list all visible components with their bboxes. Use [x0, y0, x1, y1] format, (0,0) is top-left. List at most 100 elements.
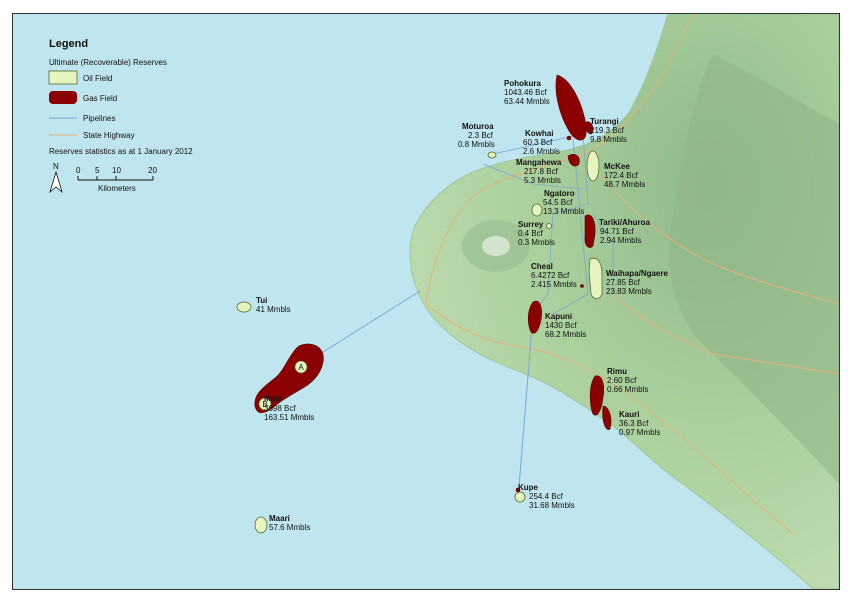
label-mckee-gas: 172.4 Bcf — [604, 171, 639, 180]
label-rimu-oil: 0.66 Mmbls — [607, 385, 648, 394]
label-kauri-oil: 0.97 Mmbls — [619, 428, 660, 437]
label-cheal-gas: 6.4272 Bcf — [531, 271, 570, 280]
label-mangahewa-gas: 217.8 Bcf — [524, 167, 559, 176]
legend-gas-swatch — [49, 91, 77, 104]
label-maui-oil: 163.51 Mmbls — [264, 413, 314, 422]
scale-unit: Kilometers — [98, 184, 136, 193]
label-ngatoro-oil: 13.3 Mmbls — [543, 207, 584, 216]
gas-field-tariki — [584, 214, 596, 248]
label-kupe-name: Kupe — [518, 483, 539, 492]
scale-tick-0: 0 — [76, 166, 81, 175]
label-waihapa-oil: 23.83 Mmbls — [606, 287, 652, 296]
onshore-pipelines — [482, 133, 614, 315]
label-tariki-name: Tariki/Ahuroa — [599, 218, 651, 227]
oil-field-kupe — [514, 491, 526, 503]
oil-field-waihapa — [588, 257, 603, 299]
state-highways — [425, 14, 839, 535]
label-cheal-name: Cheal — [531, 262, 553, 271]
label-tui-oil: 41 Mmbls — [256, 305, 291, 314]
label-maari-name: Maari — [269, 514, 290, 523]
gas-fields — [254, 74, 612, 493]
field-labels: Pohokura 1043.46 Bcf 63.44 Mmbls Turangi… — [256, 79, 668, 532]
legend-note: Reserves statistics as at 1 January 2012 — [49, 147, 193, 156]
label-maari-oil: 57.6 Mmbls — [269, 523, 310, 532]
gas-field-kauri — [602, 405, 612, 430]
label-kapuni-gas: 1430 Bcf — [545, 321, 577, 330]
label-kowhai-name: Kowhai — [525, 129, 553, 138]
pipeline-maui — [311, 290, 421, 360]
label-cheal-oil: 2.415 Mmbls — [531, 280, 577, 289]
gas-field-kupe — [515, 487, 521, 493]
label-pohokura-gas: 1043.46 Bcf — [504, 88, 547, 97]
scale-tick-5: 5 — [95, 166, 100, 175]
label-kapuni-name: Kapuni — [545, 312, 572, 321]
scale-bar: 0 5 10 20 Kilometers — [76, 166, 157, 193]
label-surrey-name: Surrey — [518, 220, 544, 229]
label-kupe-gas: 254.4 Bcf — [529, 492, 564, 501]
label-mangahewa-name: Mangahewa — [516, 158, 562, 167]
scale-tick-20: 20 — [148, 166, 157, 175]
label-ngatoro-name: Ngatoro — [544, 189, 575, 198]
legend-subtitle: Ultimate (Recoverable) Reserves — [49, 58, 167, 67]
oil-field-mckee — [586, 150, 600, 182]
label-waihapa-gas: 27.85 Bcf — [606, 278, 641, 287]
label-kauri-name: Kauri — [619, 410, 639, 419]
label-pohokura-name: Pohokura — [504, 79, 541, 88]
north-arrow: N — [49, 162, 63, 194]
oil-field-tui — [236, 301, 252, 313]
label-mangahewa-oil: 5.3 Mmbls — [524, 176, 561, 185]
pipeline-kupe — [518, 313, 534, 488]
label-mckee-name: McKee — [604, 162, 630, 171]
legend-oil-label: Oil Field — [83, 74, 112, 83]
gas-field-turangi — [585, 121, 594, 135]
legend-gas-label: Gas Field — [83, 94, 117, 103]
gas-field-maui — [254, 343, 324, 414]
label-turangi-gas: 219.3 Bcf — [590, 126, 625, 135]
label-pohokura-oil: 63.44 Mmbls — [504, 97, 550, 106]
map-canvas: A B Pohokura 1043.46 Bcf 63.44 Mmbls Tur… — [13, 14, 839, 589]
gas-field-mangahewa — [567, 154, 580, 167]
legend-highway-label: State Highway — [83, 131, 135, 140]
label-tariki-gas: 94.71 Bcf — [600, 227, 635, 236]
maui-b-marker: B — [262, 400, 267, 409]
legend: Legend Ultimate (Recoverable) Reserves O… — [48, 38, 193, 156]
label-mckee-oil: 48.7 Mmbls — [604, 180, 645, 189]
label-rimu-name: Rimu — [607, 367, 627, 376]
label-kowhai-gas: 60.3 Bcf — [523, 138, 553, 147]
label-turangi-name: Turangi — [590, 117, 619, 126]
label-moturoa-oil: 0.8 Mmbls — [458, 140, 495, 149]
maui-a-pocket — [294, 360, 308, 374]
gas-field-pohokura — [555, 74, 587, 141]
label-tariki-oil: 2.94 Mmbls — [600, 236, 641, 245]
label-maui-name: Maui — [264, 394, 282, 403]
oil-field-ngatoro — [531, 203, 543, 217]
oil-field-surrey — [546, 223, 552, 229]
oil-field-maari — [254, 516, 268, 534]
gas-field-rimu — [589, 375, 605, 416]
maui-b-pocket — [258, 397, 272, 411]
legend-title: Legend — [49, 38, 88, 50]
label-ngatoro-gas: 54.5 Bcf — [543, 198, 573, 207]
label-moturoa-name: Moturoa — [462, 122, 494, 131]
label-maui-gas: 3698 Bcf — [264, 404, 296, 413]
gas-field-kowhai — [566, 135, 572, 141]
label-kapuni-oil: 68.2 Mmbls — [545, 330, 586, 339]
oil-fields — [236, 150, 603, 534]
label-kauri-gas: 36.3 Bcf — [619, 419, 649, 428]
legend-pipeline-label: Pipelines — [83, 114, 115, 123]
map-frame: A B Pohokura 1043.46 Bcf 63.44 Mmbls Tur… — [12, 13, 840, 590]
legend-oil-swatch — [48, 70, 78, 85]
gas-field-cheal — [580, 284, 584, 288]
mount-taranaki-peak — [482, 236, 510, 256]
label-surrey-gas: 0.4 Bcf — [518, 229, 544, 238]
label-kupe-oil: 31.68 Mmbls — [529, 501, 575, 510]
maui-a-marker: A — [298, 363, 304, 372]
north-arrow-icon — [49, 170, 63, 194]
north-label: N — [53, 162, 59, 171]
label-surrey-oil: 0.3 Mmbls — [518, 238, 555, 247]
scale-tick-10: 10 — [112, 166, 121, 175]
oil-field-moturoa — [487, 151, 497, 159]
label-kowhai-oil: 2.6 Mmbls — [523, 147, 560, 156]
label-tui-name: Tui — [256, 296, 267, 305]
hill-country — [669, 54, 839, 484]
